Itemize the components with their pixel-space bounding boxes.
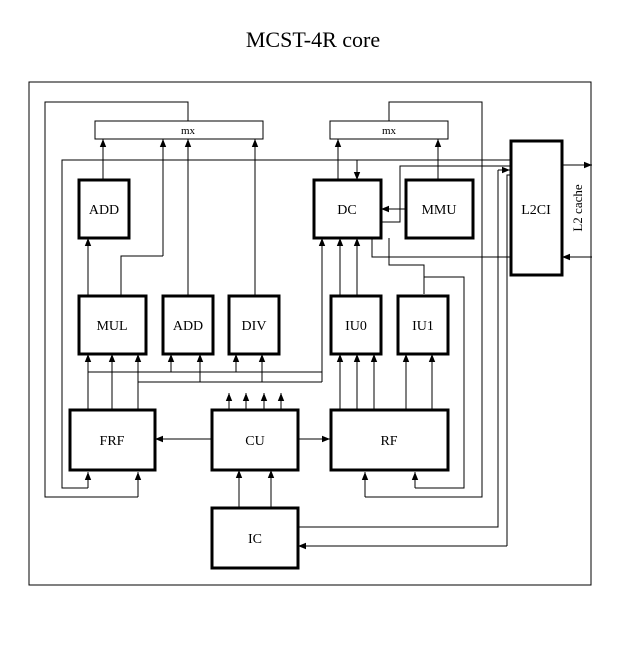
block-div-label: DIV xyxy=(242,319,267,334)
block-cu-label: CU xyxy=(245,434,264,449)
l2-cache-label: L2 cache xyxy=(570,184,585,232)
block-add-top: ADD xyxy=(77,178,131,240)
block-ic: IC xyxy=(210,506,300,570)
block-iu0: IU0 xyxy=(329,294,383,356)
block-dc: DC xyxy=(312,178,383,240)
block-mul-label: MUL xyxy=(96,319,127,334)
block-l2ci: L2CI xyxy=(509,139,564,277)
block-iu1-label: IU1 xyxy=(412,319,434,334)
block-mmu: MMU xyxy=(404,178,475,240)
mux-right-label: mx xyxy=(382,125,397,137)
core-boundary xyxy=(28,81,592,586)
block-add-mid: ADD xyxy=(161,294,215,356)
block-frf: FRF xyxy=(68,408,157,472)
block-dc-label: DC xyxy=(337,203,356,218)
block-ic-label: IC xyxy=(248,532,262,547)
block-add-top-label: ADD xyxy=(89,203,119,218)
mux-left-label: mx xyxy=(181,125,196,137)
block-add-mid-label: ADD xyxy=(173,319,203,334)
block-rf-label: RF xyxy=(380,434,397,449)
wires xyxy=(44,101,592,550)
block-cu: CU xyxy=(210,408,300,472)
block-rf: RF xyxy=(329,408,450,472)
block-div: DIV xyxy=(227,294,281,356)
diagram-title: MCST-4R core xyxy=(246,27,380,52)
block-iu1: IU1 xyxy=(396,294,450,356)
block-frf-label: FRF xyxy=(100,434,125,449)
block-mmu-label: MMU xyxy=(421,203,456,218)
block-mul: MUL xyxy=(77,294,148,356)
block-l2ci-label: L2CI xyxy=(521,203,551,218)
mux-left: mx xyxy=(94,120,264,140)
mux-right: mx xyxy=(329,120,449,140)
block-iu0-label: IU0 xyxy=(345,319,367,334)
